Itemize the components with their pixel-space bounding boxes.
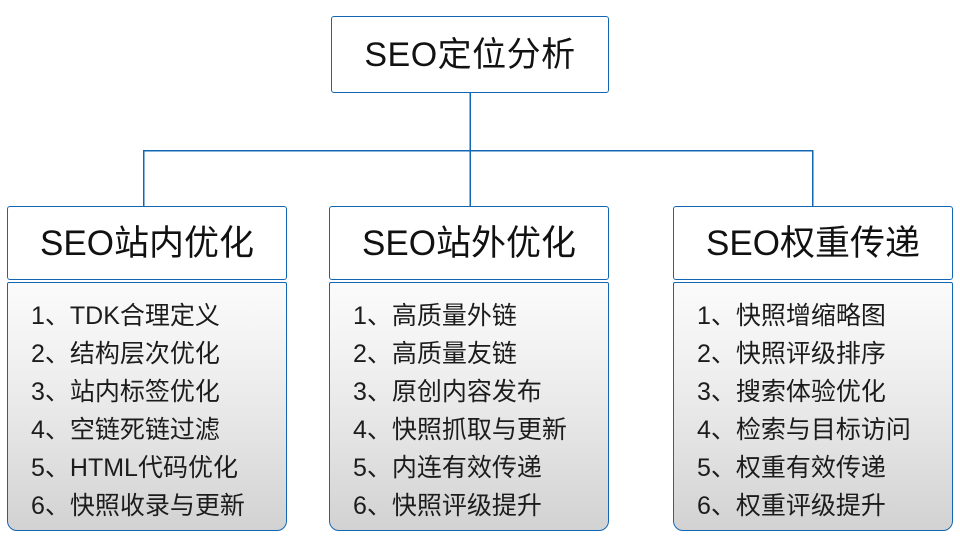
branch-list-2: 1、高质量外链 2、高质量友链 3、原创内容发布 4、快照抓取与更新 5、内连有… bbox=[329, 282, 609, 531]
list-item: 5、内连有效传递 bbox=[353, 453, 542, 482]
branch-header-label-3: SEO权重传递 bbox=[706, 223, 920, 263]
list-item: 2、高质量友链 bbox=[353, 339, 517, 368]
branch-list-3: 1、快照增缩略图 2、快照评级排序 3、搜索体验优化 4、检索与目标访问 5、权… bbox=[673, 282, 953, 531]
list-item: 3、搜索体验优化 bbox=[697, 377, 886, 406]
list-item: 1、高质量外链 bbox=[353, 301, 517, 330]
root-node-label: SEO定位分析 bbox=[364, 35, 576, 74]
list-item: 2、结构层次优化 bbox=[31, 339, 220, 368]
branch-header-label-1: SEO站内优化 bbox=[40, 223, 254, 263]
list-item: 6、快照评级提升 bbox=[353, 491, 542, 520]
list-item: 4、空链死链过滤 bbox=[31, 415, 220, 444]
list-item: 2、快照评级排序 bbox=[697, 339, 886, 368]
branch-column-3: SEO权重传递 1、快照增缩略图 2、快照评级排序 3、搜索体验优化 4、检索与… bbox=[673, 206, 953, 531]
list-item: 4、快照抓取与更新 bbox=[353, 415, 567, 444]
branch-header-1[interactable]: SEO站内优化 bbox=[7, 206, 287, 280]
list-item: 3、原创内容发布 bbox=[353, 377, 542, 406]
branch-header-label-2: SEO站外优化 bbox=[362, 223, 576, 263]
branch-column-2: SEO站外优化 1、高质量外链 2、高质量友链 3、原创内容发布 4、快照抓取与… bbox=[329, 206, 609, 531]
list-item: 1、TDK合理定义 bbox=[31, 301, 220, 330]
list-item: 5、HTML代码优化 bbox=[31, 453, 238, 482]
branch-header-2[interactable]: SEO站外优化 bbox=[329, 206, 609, 280]
root-node[interactable]: SEO定位分析 bbox=[331, 16, 609, 93]
branch-column-1: SEO站内优化 1、TDK合理定义 2、结构层次优化 3、站内标签优化 4、空链… bbox=[7, 206, 287, 531]
list-item: 5、权重有效传递 bbox=[697, 453, 886, 482]
branch-header-3[interactable]: SEO权重传递 bbox=[673, 206, 953, 280]
list-item: 3、站内标签优化 bbox=[31, 377, 220, 406]
list-item: 6、快照收录与更新 bbox=[31, 491, 245, 520]
branch-list-1: 1、TDK合理定义 2、结构层次优化 3、站内标签优化 4、空链死链过滤 5、H… bbox=[7, 282, 287, 531]
list-item: 1、快照增缩略图 bbox=[697, 301, 886, 330]
list-item: 4、检索与目标访问 bbox=[697, 415, 911, 444]
list-item: 6、权重评级提升 bbox=[697, 491, 886, 520]
